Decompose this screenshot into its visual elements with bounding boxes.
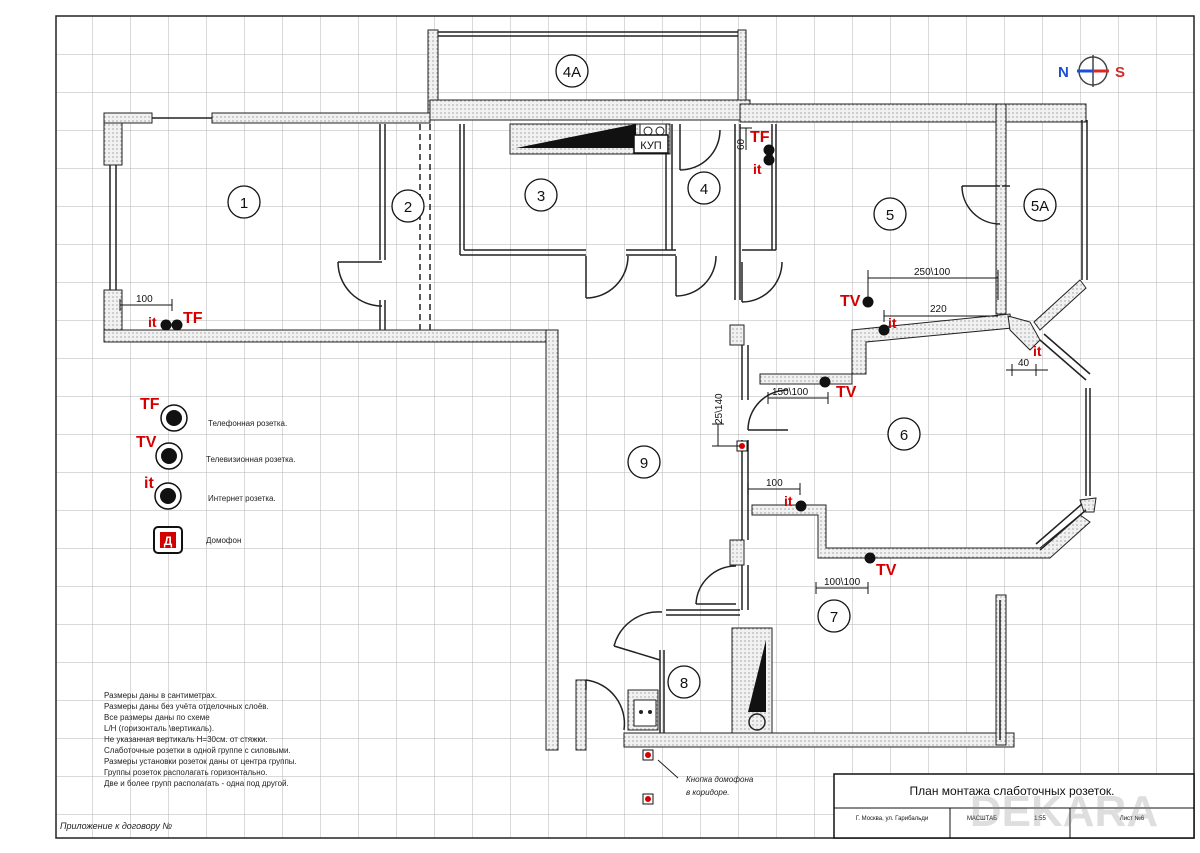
- doorbell-note-line1: Кнопка домофона: [686, 775, 754, 784]
- socket-it-room4: [763, 154, 775, 166]
- compass-south: S: [1115, 64, 1125, 81]
- room-9-number: 9: [640, 455, 648, 472]
- kup-label: КУП: [640, 140, 662, 152]
- socket-label-tv-room7: TV: [876, 562, 897, 579]
- room-labels: [227, 54, 1057, 699]
- kup-box: [633, 134, 669, 154]
- doorbell-note-line2: в коридоре.: [686, 788, 730, 797]
- room-2-marker: [391, 189, 425, 223]
- room-4-number: 4: [700, 181, 708, 198]
- room-1-marker: [227, 185, 261, 219]
- bathroom-fixtures: [633, 640, 766, 731]
- sheet-frame: [55, 15, 1195, 839]
- note-line: Слаботочные розетки в одной группе с сил…: [104, 746, 291, 755]
- socket-label-tv-room6: TV: [836, 384, 857, 401]
- socket-tf-room4: [763, 144, 775, 156]
- socket-label-it-room5: it: [888, 315, 897, 331]
- note-line: Все размеры даны по схеме: [104, 713, 210, 722]
- room-4a-marker: [555, 54, 589, 88]
- socket-it-room6: [795, 500, 807, 512]
- notes: Размеры даны в сантиметрах. Размеры даны…: [104, 691, 297, 788]
- room-numbers: 1 2 3 4 4А 5 5А 6 7 8 9: [240, 64, 1049, 692]
- note-line: L/H (горизонталь \вертикаль).: [104, 724, 214, 733]
- note-line: Не указанная вертикаль H=30см. от стяжки…: [104, 735, 268, 744]
- room-2-number: 2: [404, 199, 412, 216]
- room-6-number: 6: [900, 427, 908, 444]
- dim-220: 220: [930, 304, 947, 315]
- socket-label-tf-room1: TF: [183, 310, 203, 327]
- dim-250-100: 250\100: [914, 267, 951, 278]
- compass-icon: N S: [1058, 55, 1125, 87]
- title-block-address: Г. Москва, ул. Гарибальди: [856, 816, 928, 822]
- dim-100-room6: 100: [766, 478, 783, 489]
- room-5a-number: 5А: [1031, 198, 1049, 215]
- socket-label-tf-room4: TF: [750, 129, 770, 146]
- doorbell-button-icon: [642, 749, 654, 805]
- socket-label-it-room6: it: [784, 493, 793, 509]
- socket-label-tv-room5: TV: [840, 293, 861, 310]
- room-8-number: 8: [680, 675, 688, 692]
- title-block: План монтажа слаботочных розеток. Г. Мос…: [833, 773, 1195, 839]
- dim-60: 60: [736, 138, 747, 150]
- room-3-marker: [524, 178, 558, 212]
- title-block-sheet: Лист №6: [1120, 815, 1145, 822]
- dimension-labels: 100 60 250\100 220 40 150\100 25\140 100…: [136, 138, 1030, 588]
- socket-markers: it TF TF it TV it it TV it TV: [148, 129, 1042, 579]
- dim-25-140: 25\140: [714, 393, 725, 424]
- legend-phone-label: Телефонная розетка.: [208, 419, 287, 428]
- legend-internet-label: Интернет розетка.: [208, 494, 276, 503]
- doorbell-note: Кнопка домофона в коридоре.: [657, 759, 754, 797]
- dim-100-100: 100\100: [824, 577, 861, 588]
- socket-label-it-room1: it: [148, 314, 157, 330]
- appendix-text: Приложение к договору №: [60, 821, 172, 831]
- room-4a-number: 4А: [563, 64, 581, 81]
- kitchen-counter: КУП: [516, 123, 669, 154]
- title-block-title: План монтажа слаботочных розеток.: [910, 784, 1115, 798]
- sockets: [160, 144, 890, 564]
- room-5-number: 5: [886, 207, 894, 224]
- socket-label-it-room4: it: [753, 161, 762, 177]
- legend-intercom-label: Домофон: [206, 536, 241, 545]
- room-6-marker: [887, 417, 921, 451]
- room-4-marker: [687, 171, 721, 205]
- legend-it-symbol: it: [144, 475, 154, 492]
- legend-intercom-symbol: Д: [164, 534, 173, 548]
- dim-40: 40: [1018, 358, 1030, 369]
- room-3-number: 3: [537, 188, 545, 205]
- room-7-marker: [817, 599, 851, 633]
- watermark-logo: DEKARA: [970, 787, 1158, 836]
- room-7-number: 7: [830, 609, 838, 626]
- note-line: Размеры даны в сантиметрах.: [104, 691, 217, 700]
- room-8-marker: [667, 665, 701, 699]
- room-9-marker: [627, 445, 661, 479]
- dim-150-100: 150\100: [772, 387, 809, 398]
- legend-tf-symbol: TF: [140, 396, 160, 413]
- socket-it-room1: [160, 319, 172, 331]
- note-line: Группы розеток располагать горизонтально…: [104, 768, 267, 777]
- dimension-lines: [119, 127, 1048, 594]
- room-1-number: 1: [240, 195, 248, 212]
- compass-north: N: [1058, 64, 1069, 81]
- socket-tf-room1: [171, 319, 183, 331]
- room-5a-marker: [1023, 188, 1057, 222]
- note-line: Размеры даны без учёта отделочных слоёв.: [104, 702, 269, 711]
- legend: TF Телефонная розетка. TV Телевизионная …: [136, 396, 295, 554]
- legend-tv-symbol: TV: [136, 434, 157, 451]
- note-line: Размеры установки розеток даны от центра…: [104, 757, 297, 766]
- title-block-scale-label: МАСШТАБ: [967, 816, 997, 822]
- socket-tv-room7: [864, 552, 876, 564]
- door-swings: [337, 129, 1001, 731]
- socket-tv-room6: [819, 376, 831, 388]
- room-5-marker: [873, 197, 907, 231]
- socket-it-room5: [878, 324, 890, 336]
- note-line: Две и более групп располагать - одна под…: [104, 779, 289, 788]
- partitions: [109, 31, 1091, 740]
- legend-tv-label: Телевизионная розетка.: [206, 455, 295, 464]
- socket-label-it-bay: it: [1033, 343, 1042, 359]
- dim-100-room1: 100: [136, 294, 153, 305]
- title-block-scale-value: 1:55: [1034, 816, 1046, 822]
